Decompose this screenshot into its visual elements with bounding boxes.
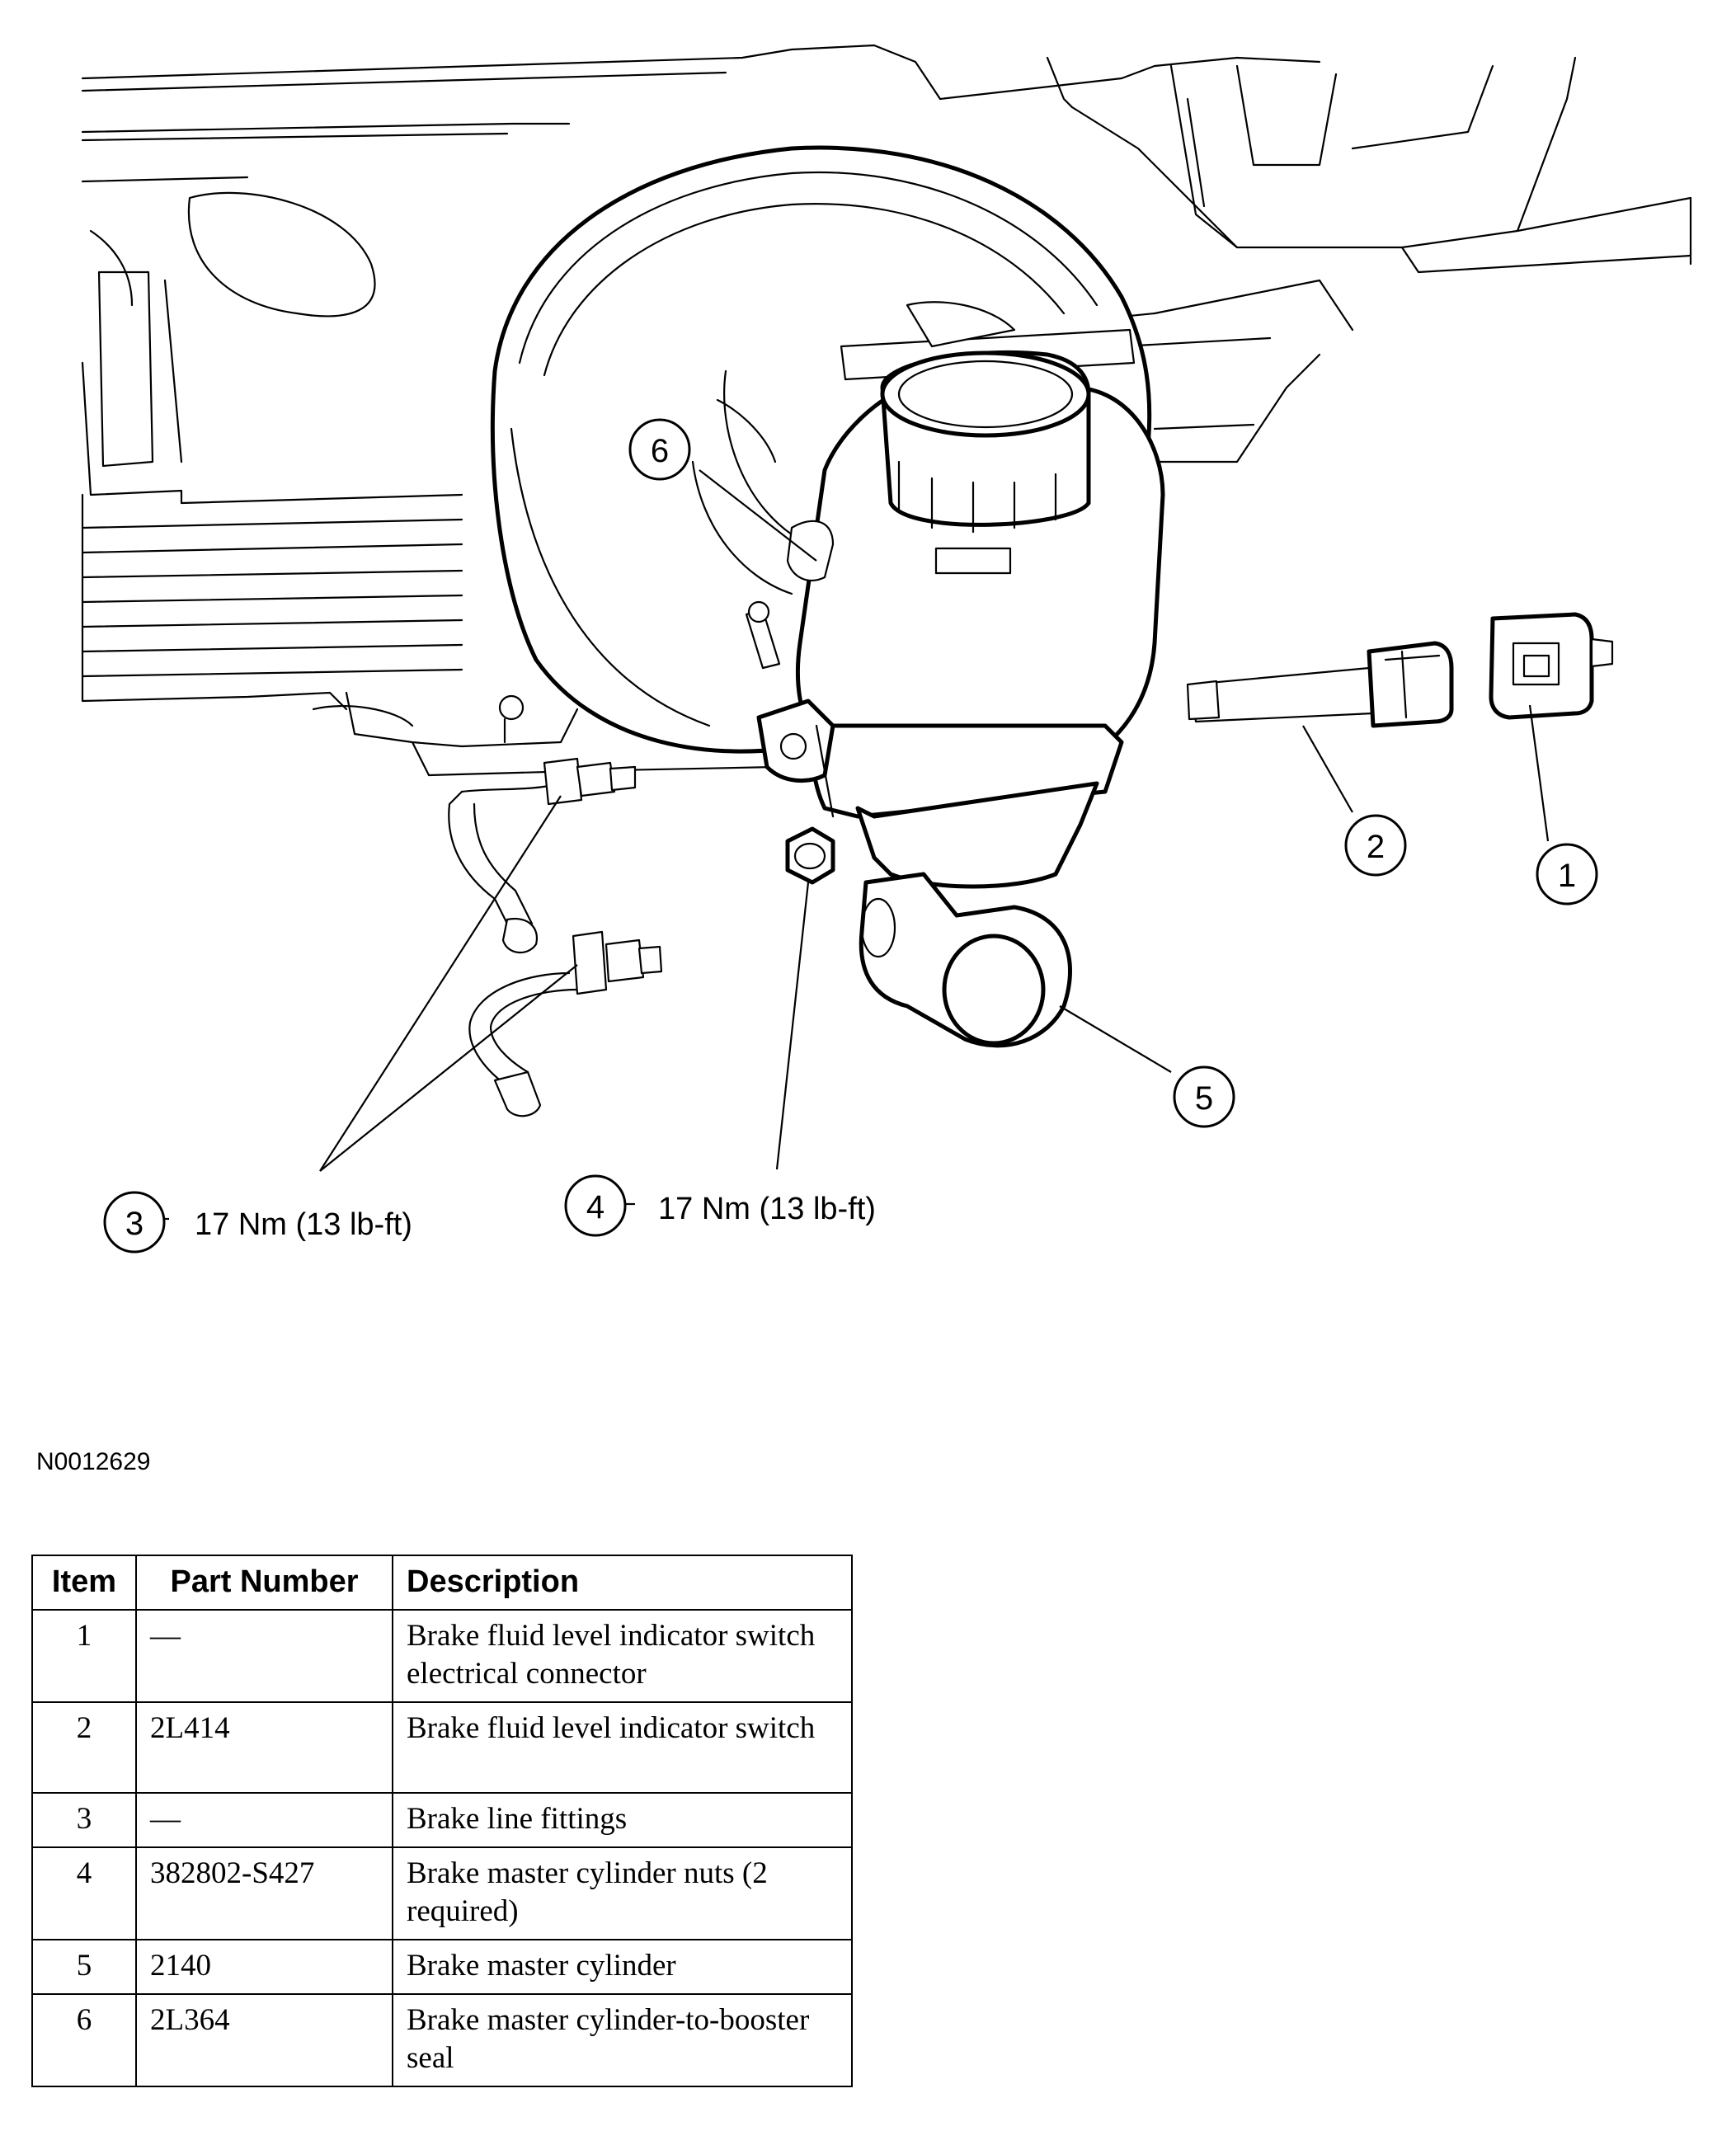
table-row: 5 2140 Brake master cylinder xyxy=(31,1939,853,1995)
fluid-level-switch xyxy=(1186,641,1454,728)
table-row: 1 — Brake fluid level indicator switch e… xyxy=(31,1609,853,1703)
row-part-number: 2L364 xyxy=(135,1993,393,2087)
row-description: Brake line fittings xyxy=(392,1792,853,1848)
table-header-row: Item Part Number Description xyxy=(31,1555,853,1611)
callout-2-number: 2 xyxy=(1367,829,1385,865)
electrical-connector xyxy=(1489,612,1614,720)
callout-5: 5 xyxy=(1173,1065,1235,1128)
callout-1-number: 1 xyxy=(1558,858,1576,894)
callout-3-torque: 17 Nm (13 lb-ft) xyxy=(195,1207,412,1242)
header-part-number: Part Number xyxy=(135,1555,393,1611)
callout-6: 6 xyxy=(628,418,691,481)
figure-id: N0012629 xyxy=(36,1448,151,1475)
callout-2: 2 xyxy=(1344,814,1407,877)
row-description: Brake fluid level indicator switch elect… xyxy=(392,1609,853,1703)
callout-3-number: 3 xyxy=(125,1206,143,1242)
table-row: 6 2L364 Brake master cylinder-to-booster… xyxy=(31,1993,853,2087)
row-description: Brake master cylinder-to-booster seal xyxy=(392,1993,853,2087)
callout-4-torque: 17 Nm (13 lb-ft) xyxy=(658,1192,876,1226)
row-part-number: 2L414 xyxy=(135,1701,393,1794)
firewall-structure xyxy=(81,44,1692,777)
row-part-number: — xyxy=(135,1609,393,1703)
row-description: Brake fluid level indicator switch xyxy=(392,1701,853,1794)
header-description: Description xyxy=(392,1555,853,1611)
header-item: Item xyxy=(31,1555,137,1611)
row-item: 4 xyxy=(31,1846,137,1940)
parts-table: Item Part Number Description 1 — Brake f… xyxy=(31,1555,853,2087)
row-item: 6 xyxy=(31,1993,137,2087)
brake-line-fittings xyxy=(448,757,663,1117)
row-item: 5 xyxy=(31,1939,137,1995)
table-row: 4 382802-S427 Brake master cylinder nuts… xyxy=(31,1846,853,1940)
row-description: Brake master cylinder xyxy=(392,1939,853,1995)
callout-6-number: 6 xyxy=(651,433,669,469)
leader-lines xyxy=(158,469,1550,1221)
row-item: 3 xyxy=(31,1792,137,1848)
table-row: 3 — Brake line fittings xyxy=(31,1792,853,1848)
row-part-number: 2140 xyxy=(135,1939,393,1995)
master-cylinder-nut xyxy=(785,826,835,885)
callout-5-number: 5 xyxy=(1195,1080,1213,1117)
row-item: 1 xyxy=(31,1609,137,1703)
brake-master-cylinder-illustration: 1 2 3 17 Nm (13 lb-ft) 4 17 Nm (13 lb-ft… xyxy=(81,44,1692,1254)
callout-3: 3 17 Nm (13 lb-ft) xyxy=(103,1191,412,1254)
callout-1: 1 xyxy=(1536,843,1598,906)
row-item: 2 xyxy=(31,1701,137,1794)
callout-4-number: 4 xyxy=(586,1189,605,1225)
row-description: Brake master cylinder nuts (2 required) xyxy=(392,1846,853,1940)
callout-4: 4 17 Nm (13 lb-ft) xyxy=(564,1174,876,1237)
row-part-number: — xyxy=(135,1792,393,1848)
brake-master-cylinder xyxy=(756,350,1165,1048)
row-part-number: 382802-S427 xyxy=(135,1846,393,1940)
table-row: 2 2L414 Brake fluid level indicator swit… xyxy=(31,1701,853,1794)
